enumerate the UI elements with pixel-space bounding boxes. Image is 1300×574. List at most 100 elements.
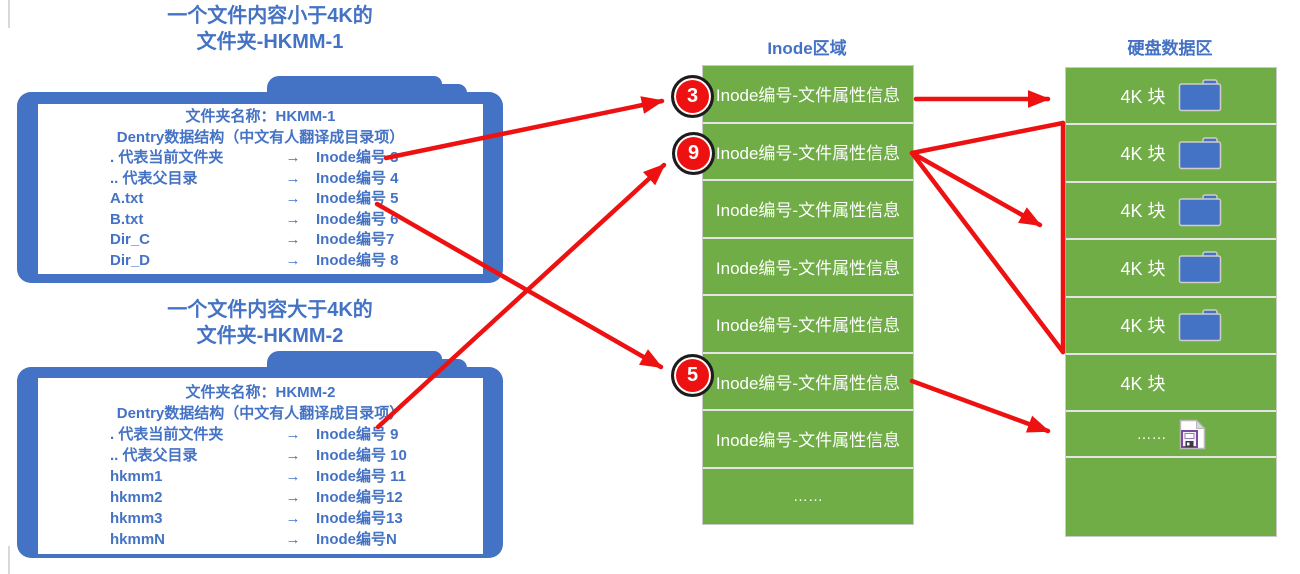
maps-to-arrow-icon: → xyxy=(285,210,301,228)
dentry-entry: Dir_D → Inode编号 8 xyxy=(38,251,483,272)
disk-ellipsis-cell: …… xyxy=(1066,412,1276,459)
page-edge-line-bottom xyxy=(8,546,10,574)
disk-block-label: 4K 块 xyxy=(1120,258,1166,279)
dentry-entry: . 代表当前文件夹 → Inode编号 9 xyxy=(38,424,483,445)
folder-icon xyxy=(1178,136,1222,170)
entry-name: hkmmN xyxy=(110,531,166,548)
entry-inode: Inode编号N xyxy=(316,531,397,548)
maps-to-arrow-icon: → xyxy=(285,468,301,485)
maps-to-arrow-icon: → xyxy=(285,531,301,548)
dentry-entry: hkmm2 → Inode编号12 xyxy=(38,487,483,508)
ellipsis-label: …… xyxy=(1136,425,1167,443)
disk-block-label: 4K 块 xyxy=(1120,201,1166,222)
folder2-name-line: 文件夹名称：HKMM-2 xyxy=(185,384,336,401)
inode-cell-label: Inode编号-文件属性信息 xyxy=(715,316,901,336)
arrow-inode9-fan-bottom xyxy=(909,150,1066,355)
maps-to-arrow-icon: → xyxy=(285,426,301,443)
entry-inode: Inode编号12 xyxy=(316,489,403,506)
arrow-inode5-to-block7 xyxy=(909,378,1051,434)
disk-block-label: 4K 块 xyxy=(1120,373,1166,394)
entry-name: hkmm1 xyxy=(110,468,163,485)
folder1-name-line: 文件夹名称：HKMM-1 xyxy=(185,108,336,125)
inode-number-badge-5: 5 xyxy=(671,354,714,397)
entry-inode: Inode编号13 xyxy=(316,510,403,527)
entry-inode: Inode编号 6 xyxy=(316,210,399,228)
disk-area-title: 硬盘数据区 xyxy=(1127,39,1213,58)
folder-icon xyxy=(1178,251,1222,284)
page-edge-line-top xyxy=(8,0,10,28)
disk-block-cell: 4K 块 xyxy=(1066,68,1276,126)
disk-area-column: 4K 块 4K 块 4K 块 4K 块 4K 块 4K 块 …… xyxy=(1065,67,1277,538)
entry-inode: Inode编号 10 xyxy=(316,447,407,464)
folder1-dentry-line: Dentry数据结构（中文有人翻译成目录项） xyxy=(116,128,405,146)
dentry-entry: .. 代表父目录 → Inode编号 4 xyxy=(38,169,483,190)
inode-cell: Inode编号-文件属性信息 xyxy=(703,411,913,469)
folder1-title-line2: 文件夹-HKMM-1 xyxy=(196,31,344,53)
folder2-title-line2: 文件夹-HKMM-2 xyxy=(196,325,344,347)
inode-cell-label: Inode编号-文件属性信息 xyxy=(715,431,901,451)
dentry-entry: A.txt → Inode编号 5 xyxy=(38,189,483,210)
folder1-dentry-box: 文件夹名称：HKMM-1 Dentry数据结构（中文有人翻译成目录项） . 代表… xyxy=(38,104,483,274)
ellipsis-label: …… xyxy=(793,487,823,505)
folder-icon xyxy=(1178,309,1222,342)
save-file-icon xyxy=(1179,419,1206,450)
inode-cell-label: Inode编号-文件属性信息 xyxy=(715,86,901,106)
folder2-title-line1: 一个文件内容大于4K的 xyxy=(167,299,373,321)
inode-area-column: Inode编号-文件属性信息 Inode编号-文件属性信息 Inode编号-文件… xyxy=(702,65,914,525)
disk-block-cell: 4K 块 xyxy=(1066,125,1276,183)
maps-to-arrow-icon: → xyxy=(285,447,301,464)
inode-cell: Inode编号-文件属性信息 xyxy=(703,296,913,354)
entry-inode: Inode编号 4 xyxy=(316,169,399,187)
maps-to-arrow-icon: → xyxy=(285,489,301,506)
maps-to-arrow-icon: → xyxy=(285,231,301,248)
folder1-title-line1: 一个文件内容小于4K的 xyxy=(167,5,373,27)
entry-inode: Inode编号 5 xyxy=(316,190,399,207)
entry-inode: Inode编号 11 xyxy=(316,468,407,485)
maps-to-arrow-icon: → xyxy=(285,149,301,166)
entry-name: Dir_D xyxy=(110,251,151,269)
inode-number-badge-9: 9 xyxy=(672,132,715,175)
entry-inode: Inode编号 8 xyxy=(316,251,399,269)
entry-name: . 代表当前文件夹 xyxy=(110,426,224,443)
entry-name: Dir_C xyxy=(110,231,151,248)
dentry-entry: Dir_C → Inode编号7 xyxy=(38,230,483,251)
maps-to-arrow-icon: → xyxy=(285,169,301,187)
disk-block-cell: 4K 块 xyxy=(1066,354,1276,413)
inode-cell: Inode编号-文件属性信息 xyxy=(703,123,913,181)
folder-icon xyxy=(1178,194,1222,227)
dentry-entry: hkmmN → Inode编号N xyxy=(38,529,483,550)
folder2-title: 一个文件内容大于4K的 文件夹-HKMM-2 xyxy=(70,297,470,349)
disk-block-cell: 4K 块 xyxy=(1066,297,1276,355)
inode-cell: Inode编号-文件属性信息 xyxy=(703,353,913,411)
inode-cell: Inode编号-文件属性信息 xyxy=(703,66,913,124)
disk-empty-cell xyxy=(1066,458,1276,537)
dentry-entry: B.txt → Inode编号 6 xyxy=(38,210,483,231)
inode-cell: Inode编号-文件属性信息 xyxy=(703,181,913,239)
entry-name: A.txt xyxy=(110,190,144,207)
inode-cell-label: Inode编号-文件属性信息 xyxy=(715,143,901,163)
disk-block-label: 4K 块 xyxy=(1120,316,1166,337)
arrow-inode9-fan-mid xyxy=(909,150,1043,228)
dentry-entry: . 代表当前文件夹 → Inode编号 3 xyxy=(38,148,483,169)
inode-cell: Inode编号-文件属性信息 xyxy=(703,238,913,296)
folder2-dentry-box: 文件夹名称：HKMM-2 Dentry数据结构（中文有人翻译成目录项） . 代表… xyxy=(38,378,483,554)
maps-to-arrow-icon: → xyxy=(285,251,301,269)
disk-block-label: 4K 块 xyxy=(1120,144,1166,165)
folder2-dentry-line: Dentry数据结构（中文有人翻译成目录项） xyxy=(116,405,405,422)
entry-name: hkmm2 xyxy=(110,489,163,506)
inode-cell-label: Inode编号-文件属性信息 xyxy=(715,201,901,221)
inode-cell-label: Inode编号-文件属性信息 xyxy=(715,258,901,278)
inode-number-badge-3: 3 xyxy=(671,75,714,118)
entry-name: .. 代表父目录 xyxy=(110,447,198,464)
maps-to-arrow-icon: → xyxy=(285,510,301,527)
inode-cell-ellipsis: …… xyxy=(703,468,913,524)
entry-name: . 代表当前文件夹 xyxy=(110,149,224,166)
maps-to-arrow-icon: → xyxy=(285,190,301,207)
folder1-title: 一个文件内容小于4K的 文件夹-HKMM-1 xyxy=(70,3,470,55)
entry-inode: Inode编号7 xyxy=(316,231,395,248)
dentry-entry: hkmm3 → Inode编号13 xyxy=(38,508,483,529)
folder-icon xyxy=(1178,79,1222,112)
inode-area-title: Inode区域 xyxy=(767,39,847,58)
disk-block-cell: 4K 块 xyxy=(1066,182,1276,241)
